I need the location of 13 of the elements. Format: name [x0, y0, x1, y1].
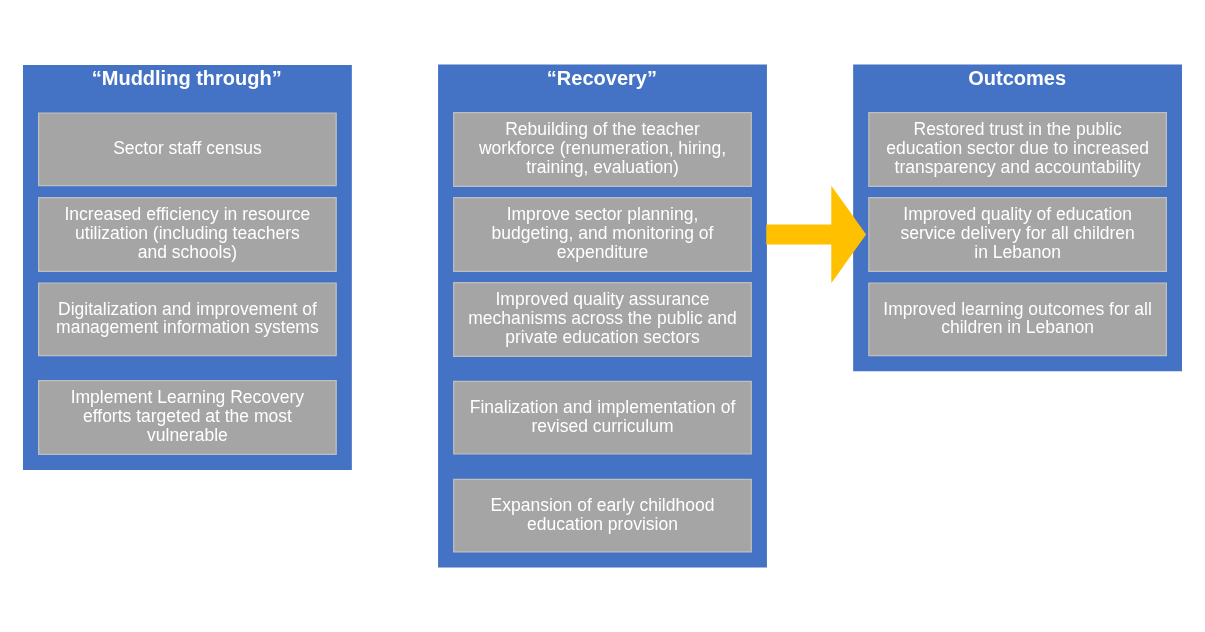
node-box: Sector staff census [38, 112, 337, 187]
node-box: Implement Learning Recovery efforts targeted at the most vulnerable [38, 380, 337, 456]
node-box: Rebuilding of the teacher workforce (renumeration, hiring, training, evaluation) [453, 111, 752, 187]
node-box: Improve sector planning, budgeting, and monitoring of expenditure [453, 196, 752, 272]
node-box: Increased efficiency in resource utilization (including teachers and schools) [38, 196, 337, 272]
node-box: Digitalization and improvement of management information systems [38, 282, 337, 357]
arrow [766, 185, 867, 284]
node-box: Expansion of early childhood education provision [453, 478, 752, 553]
node-box: Improved learning outcomes for all children in Lebanon [868, 282, 1167, 357]
node-box: Improved quality assurance mechanisms across the public and private education sectors [453, 281, 752, 357]
node-box: Improved quality of education service delivery for all children in Lebanon [868, 196, 1167, 272]
node-box: Restored trust in the public education sector due to increased transparency and accountability [868, 111, 1167, 187]
node-box: Finalization and implementation of revised curriculum [453, 380, 752, 455]
